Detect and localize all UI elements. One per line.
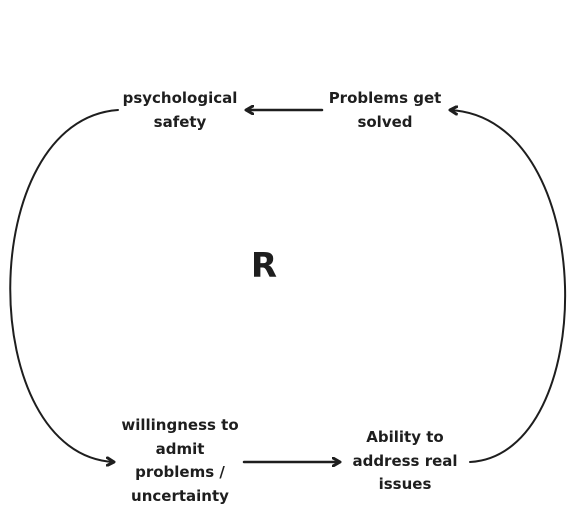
- arrow-safety-to-willingness: [9, 109, 119, 462]
- node-willingness-to-admit: willingness to admit problems / uncertai…: [121, 416, 239, 505]
- node-ability-to-address: Ability to address real issues: [352, 428, 458, 493]
- arrow-ability-to-solved: [450, 110, 567, 463]
- reinforcing-loop-label: R: [250, 246, 278, 286]
- node-psychological-safety: psychological safety: [122, 89, 238, 131]
- node-problems-get-solved: Problems get solved: [328, 89, 442, 131]
